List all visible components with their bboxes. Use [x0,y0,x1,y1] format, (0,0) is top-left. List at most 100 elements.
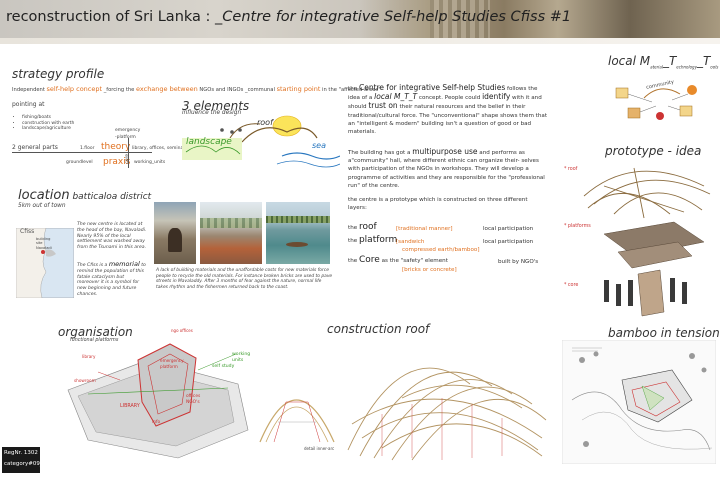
map-pin-icon [41,250,45,254]
photo-rubble [154,202,196,264]
theory-label: theory [101,142,131,152]
floor-label: 1.floor [80,146,95,151]
plan-trees [579,351,707,447]
sun-icon [272,115,302,137]
elements-heading: 3 elements [182,99,250,113]
bamboo-plan-drawing [562,340,716,464]
prototype-label-core: * core [564,283,579,288]
landscape-element-label: landscape [186,137,232,147]
organisation-diagram [67,343,249,459]
sea-element-label: sea [312,141,326,150]
bullet-item: construction with earth [22,121,74,127]
org-label-library: library [82,354,96,359]
landscape-hill [185,145,241,155]
layer-row-platform: the platform [sandwich compressed earth/… [348,235,534,254]
house-icon [679,105,693,117]
pointing-at-label: pointing at [12,101,45,108]
prototype-label-roof: * roof [564,167,578,172]
roof-posts [381,398,503,460]
title-italic: _Centre for integrative Self-help Studie… [215,9,572,25]
organisation-core-inner [147,353,189,415]
house-icon [627,107,641,119]
roof-element-label: roof [257,118,273,127]
photo-trees [200,218,262,228]
roof-curve-left [229,123,261,139]
elements-diagram [182,115,340,168]
construction-heading: construction roof [327,322,430,336]
registration-number: RegNr. 1302 [4,450,38,456]
arc-inner [265,406,329,443]
sea-wave-2 [276,160,340,168]
local-mtt-heading: local Material_Technology_Tools [608,54,719,70]
location-heading: location batticaloa district [18,188,152,203]
location-text-2: The Cfiss is a memorial to remind the po… [77,260,146,297]
location-sub: 5km out of town [18,203,66,209]
org-label-ngo-offices: ngo offices [171,328,193,333]
bullet-item: landscape/agriculture [22,126,74,132]
header-banner [0,0,720,38]
organisation-heading: organisation [58,325,133,339]
photo-figure [168,228,182,252]
plan-text-lines [572,347,602,352]
strategy-bullets: fishing/boats construction with earth la… [22,115,74,132]
organisation-core [137,343,197,427]
org-label-showroom: showroom [74,378,96,383]
organisation-sub: functional platforms [70,338,119,343]
house-icon [615,87,629,99]
roof-construction-drawing [347,367,547,461]
community-roof [643,88,681,99]
platform-label: -platform [115,135,136,140]
material-icon [656,112,664,120]
org-label-self-study: self study [212,364,235,369]
library-label: library, offices, seminars [132,146,188,151]
prototype-core [637,269,665,317]
photo-fishermen [266,202,330,264]
community-diagram [615,85,697,120]
community-links [627,93,689,113]
layer-row-roof: the roof [traditional manner] local part… [348,222,534,233]
org-label-working-units: working units [232,352,251,363]
org-label-library-caps: LIBRARY [120,404,140,409]
photo-boat [286,242,308,247]
praxis-label: praxis [103,157,131,167]
photo-palms [266,216,330,223]
arc-outer [259,399,335,443]
plan-contour-2 [581,411,713,450]
org-label-emergency: emergency platform [160,358,184,369]
strategy-heading: strategy profile [12,67,105,81]
organisation-axis [87,387,229,395]
header-photo-left [430,0,490,38]
detail-arc-drawing [259,399,335,443]
theory-divider [128,138,129,168]
prototype-label-platforms: * platforms [564,224,591,229]
detail-caption: detail inner-arc [304,446,335,451]
map-bay [46,249,56,257]
header-band [0,38,720,44]
general-parts-label: 2 general parts [12,144,58,151]
working-units-label: working_units [134,160,166,165]
location-caption: A lack of building materials and the una… [156,268,333,290]
location-map [16,228,74,298]
registration-box: RegNr. 1302 category#09_ar [2,447,48,473]
elements-sub: influence the design [182,110,242,116]
header-photo-strip [360,0,720,38]
prototype-platform [603,221,705,257]
map-label: Cfiss [20,228,35,235]
title-plain: reconstruction of Sri Lanka : [6,9,216,25]
leader-line [97,371,121,381]
person-icon [220,128,224,132]
prototype-core-walls [604,278,687,306]
layer-row-core: the Core as the "safety" element [bricks… [348,255,539,274]
map-sub: building site Navaladi [36,237,52,250]
plan-contour [571,391,711,451]
bullet-item: fishing/boats [22,115,74,121]
roof-arcs [347,367,547,461]
location-text-1: The new centre is located at the head of… [77,222,147,251]
photo-bricks [200,202,262,264]
person-icon [238,128,242,132]
emergency-label: emergency [115,128,141,133]
prototype-heading: prototype - idea [605,144,702,158]
person-icon [230,130,234,134]
groundlevel-label: groundlevel [66,160,93,165]
plan-green [641,385,665,411]
